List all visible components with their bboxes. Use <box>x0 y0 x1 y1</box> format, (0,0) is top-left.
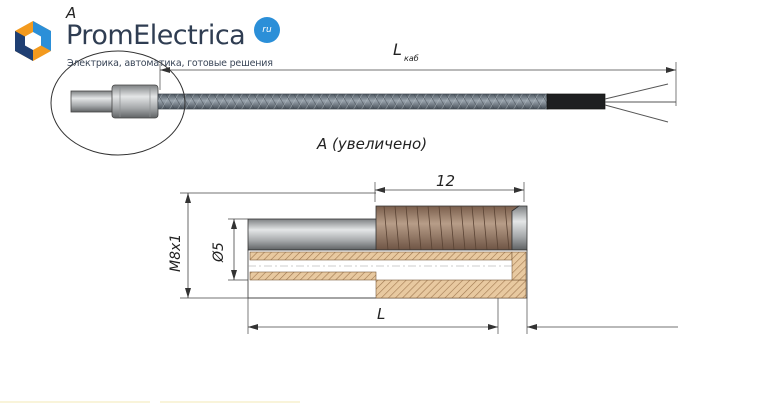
sensor-overview <box>50 50 677 156</box>
logo-hexagon-icon <box>15 21 51 61</box>
section-nut <box>375 279 527 299</box>
cable-length-symbol: L <box>393 40 402 59</box>
diameter-label: Ø5 <box>211 242 227 263</box>
cable-length-label: L каб <box>393 40 419 63</box>
logo-tagline: Электрика, автоматика, готовые решения <box>67 58 273 69</box>
probe-nut <box>111 84 159 119</box>
probe-shaft <box>247 218 379 251</box>
logo-domain-badge: ru <box>254 17 280 43</box>
zoom-caption: А (увеличено) <box>316 135 427 153</box>
logo-brand-name: PromElectrica <box>66 20 246 51</box>
cable-length-subscript: каб <box>404 54 419 63</box>
cable-sleeve <box>546 93 606 110</box>
brand-logo[interactable]: PromElectrica ru Электрика, автоматика, … <box>12 14 282 74</box>
thread-length-label: 12 <box>436 172 455 190</box>
probe-tip <box>70 90 114 113</box>
thread-grooves <box>383 205 510 251</box>
view-marker-a: A <box>65 4 76 22</box>
detail-a-circle <box>50 50 186 156</box>
length-label: L <box>377 305 385 323</box>
thread-size-label: M8x1 <box>168 234 184 272</box>
detail-a-enlarged <box>180 182 678 334</box>
lead-wires <box>604 83 676 123</box>
